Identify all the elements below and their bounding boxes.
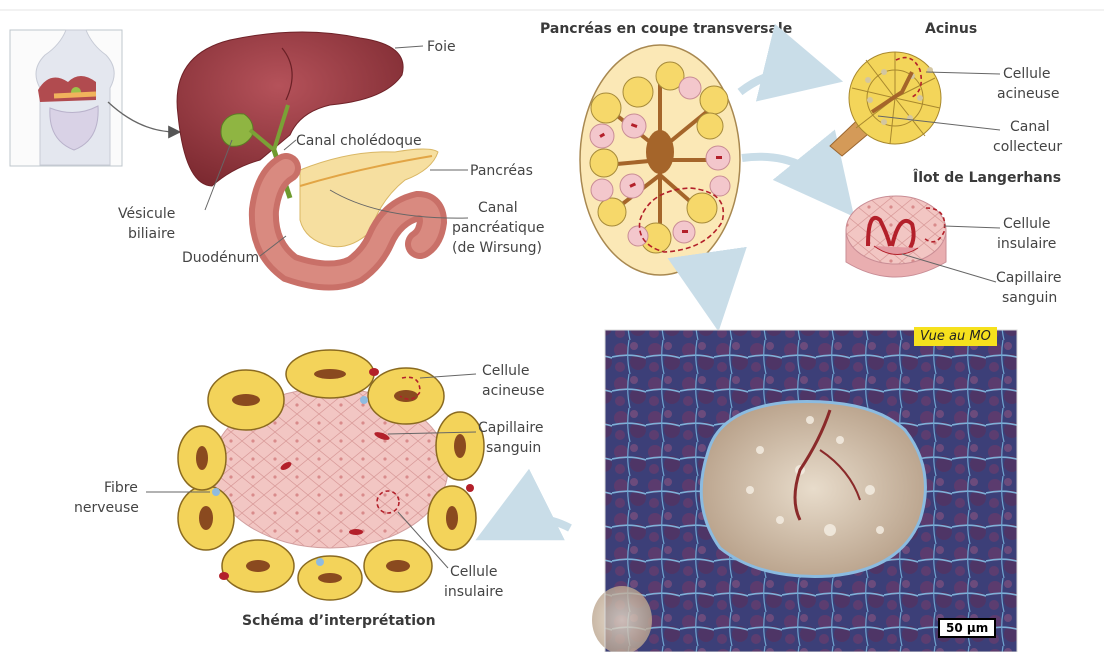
- label-vesicule: Vésicule: [118, 206, 175, 222]
- arrow-to-ilot: [742, 157, 834, 192]
- label-schema-insulaire-1: Cellule: [450, 564, 498, 580]
- scale-bar: 50 µm: [938, 618, 996, 638]
- label-canal-choledoque: Canal cholédoque: [296, 133, 422, 149]
- label-schema-capillaire-1: Capillaire: [478, 420, 543, 436]
- micrograph: [592, 330, 1017, 652]
- label-ilot-cellule-2: insulaire: [997, 236, 1056, 252]
- arrow-to-schema: [504, 518, 570, 528]
- label-schema-capillaire-2: sanguin: [486, 440, 541, 456]
- pancreas-cross-section: [580, 45, 740, 275]
- label-canal-panc-3: (de Wirsung): [452, 240, 542, 256]
- label-canal-panc-1: Canal: [478, 200, 518, 216]
- title-pancreas-section: Pancréas en coupe transversale: [540, 21, 792, 37]
- label-acinus-cellule-1: Cellule: [1003, 66, 1051, 82]
- title-schema: Schéma d’interprétation: [242, 613, 436, 629]
- arrow-to-micrograph: [700, 262, 714, 300]
- label-canal-coll-2: collecteur: [993, 139, 1062, 155]
- label-ilot-cellule-1: Cellule: [1003, 216, 1051, 232]
- label-fibre-2: nerveuse: [74, 500, 139, 516]
- label-schema-insulaire-2: insulaire: [444, 584, 503, 600]
- view-tag: Vue au MO: [914, 327, 997, 346]
- body-thumbnail: [10, 30, 122, 166]
- acinus-drawing: [830, 52, 941, 156]
- title-ilot: Îlot de Langerhans: [913, 169, 1061, 186]
- label-ilot-capillaire-1: Capillaire: [996, 270, 1061, 286]
- label-acinus-cellule-2: acineuse: [997, 86, 1059, 102]
- label-canal-coll-1: Canal: [1010, 119, 1050, 135]
- label-schema-acineuse-2: acineuse: [482, 383, 544, 399]
- title-acinus: Acinus: [925, 21, 977, 37]
- label-canal-panc-2: pancréatique: [452, 220, 544, 236]
- label-fibre-1: Fibre: [104, 480, 138, 496]
- label-foie: Foie: [427, 39, 456, 55]
- label-duodenum: Duodénum: [182, 250, 259, 266]
- label-schema-acineuse-1: Cellule: [482, 363, 530, 379]
- label-biliaire: biliaire: [128, 226, 175, 242]
- schema-drawing: [178, 350, 484, 600]
- arrow-to-acinus: [740, 72, 812, 92]
- label-ilot-capillaire-2: sanguin: [1002, 290, 1057, 306]
- label-pancreas: Pancréas: [470, 163, 533, 179]
- ilot-drawing: [846, 196, 946, 277]
